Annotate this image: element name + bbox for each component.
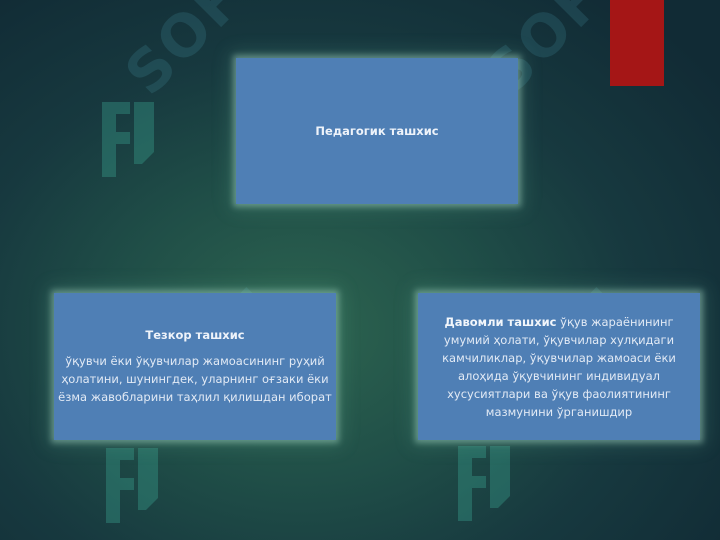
child-node-right-content: Давомли ташхис ўқув жараёнининг умумий ҳ… <box>420 313 698 421</box>
child-node-left: Тезкор ташхис ўқувчи ёки ўқувчилар жамоа… <box>54 293 336 440</box>
watermark-logo-icon <box>102 102 154 177</box>
child-node-left-text: ўқувчи ёки ўқувчилар жамоасининг руҳий ҳ… <box>58 353 332 404</box>
child-node-right: Давомли ташхис ўқув жараёнининг умумий ҳ… <box>418 293 700 440</box>
child-node-left-title: Тезкор ташхис <box>145 327 245 342</box>
child-node-right-title: Давомли ташхис <box>444 314 557 329</box>
root-node-title: Педагогик ташхис <box>315 124 439 138</box>
child-node-right-text: ўқув жараёнининг умумий ҳолати, ўқувчила… <box>442 314 676 419</box>
watermark-logo-icon <box>106 448 158 523</box>
accent-rectangle <box>610 0 664 86</box>
watermark-logo-icon <box>458 446 510 521</box>
root-node: Педагогик ташхис <box>236 58 518 204</box>
